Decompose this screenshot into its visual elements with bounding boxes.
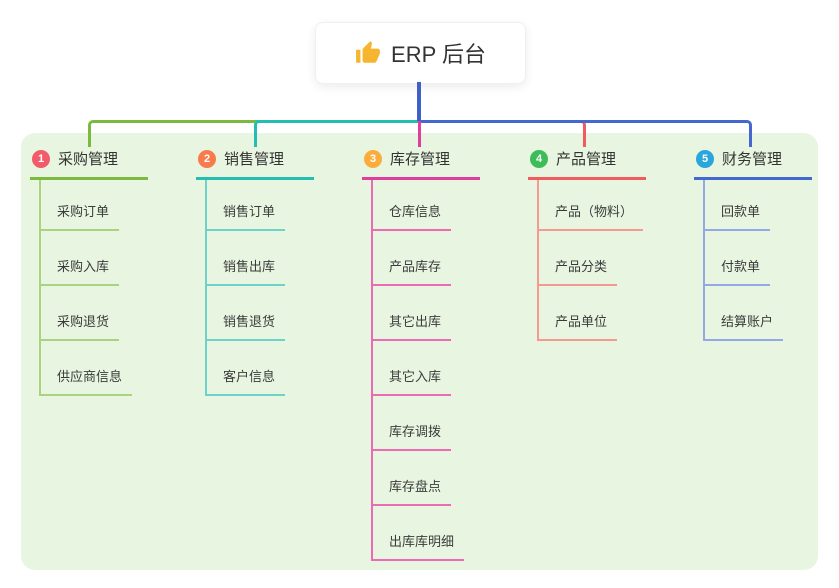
children-connector-trunk: 采购订单采购入库采购退货供应商信息 (39, 180, 133, 396)
child-node[interactable]: 采购订单 (41, 180, 132, 231)
child-node-label: 采购订单 (41, 201, 120, 231)
child-node-label: 库存调拨 (373, 421, 452, 451)
child-node[interactable]: 库存调拨 (373, 396, 464, 451)
child-node[interactable]: 其它出库 (373, 286, 464, 341)
child-node[interactable]: 出库库明细 (373, 506, 465, 561)
child-node-label: 销售出库 (207, 256, 286, 286)
branch-1: 1 采购管理采购订单采购入库采购退货供应商信息 (30, 148, 148, 396)
branch-node-label: 销售管理 (224, 151, 285, 168)
children-connector-trunk: 仓库信息产品库存其它出库其它入库库存调拨库存盘点出库库明细 (371, 180, 465, 561)
child-node-label: 回款单 (705, 201, 771, 231)
child-node[interactable]: 销售订单 (207, 180, 286, 231)
thumbs-up-icon (356, 41, 380, 63)
child-node[interactable]: 销售退货 (207, 286, 286, 341)
child-node-label: 供应商信息 (41, 366, 133, 396)
connector-elbow-branch-3 (418, 120, 421, 147)
child-node-label: 结算账户 (705, 311, 784, 341)
child-node[interactable]: 供应商信息 (41, 341, 133, 396)
child-node-label: 销售退货 (207, 311, 286, 341)
branch-node-label: 库存管理 (390, 151, 451, 168)
child-node[interactable]: 产品（物料） (539, 180, 644, 231)
root-node-label: ERP 后台 (391, 42, 486, 67)
child-node[interactable]: 销售出库 (207, 231, 286, 286)
branch-node-1[interactable]: 1 采购管理 (30, 148, 148, 180)
child-node[interactable]: 回款单 (705, 180, 783, 231)
child-node[interactable]: 产品库存 (373, 231, 464, 286)
branch-node-5[interactable]: 5 财务管理 (694, 148, 812, 180)
root-node[interactable]: ERP 后台 (315, 22, 526, 84)
child-node[interactable]: 库存盘点 (373, 451, 464, 506)
branch-5: 5 财务管理回款单付款单结算账户 (694, 148, 812, 341)
child-node[interactable]: 其它入库 (373, 341, 464, 396)
connector-elbow-branch-5 (420, 120, 752, 147)
branch-number-badge: 4 (530, 149, 548, 168)
child-node-label: 产品（物料） (539, 201, 644, 231)
children-connector-trunk: 销售订单销售出库销售退货客户信息 (205, 180, 286, 396)
branch-4: 4 产品管理产品（物料） 产品分类产品单位 (528, 148, 646, 341)
branch-node-label: 财务管理 (722, 151, 783, 168)
branch-number-badge: 5 (696, 149, 714, 168)
child-node-label: 产品库存 (373, 256, 452, 286)
child-node[interactable]: 产品分类 (539, 231, 643, 286)
children-connector-trunk: 产品（物料） 产品分类产品单位 (537, 180, 644, 341)
child-node-label: 采购入库 (41, 256, 120, 286)
branch-2: 2 销售管理销售订单销售出库销售退货客户信息 (196, 148, 314, 396)
root-connector-line (417, 82, 421, 121)
child-node-label: 采购退货 (41, 311, 120, 341)
child-node-label: 出库库明细 (373, 531, 465, 561)
child-node-label: 库存盘点 (373, 476, 452, 506)
children-connector-trunk: 回款单付款单结算账户 (703, 180, 784, 341)
child-node[interactable]: 客户信息 (207, 341, 286, 396)
child-node-label: 其它入库 (373, 366, 452, 396)
child-node[interactable]: 结算账户 (705, 286, 784, 341)
child-node-label: 销售订单 (207, 201, 286, 231)
child-node-label: 产品分类 (539, 256, 618, 286)
branch-node-label: 采购管理 (58, 151, 119, 168)
branch-number-badge: 1 (32, 149, 50, 168)
child-node-label: 其它出库 (373, 311, 452, 341)
branch-node-label: 产品管理 (556, 151, 617, 168)
branch-node-2[interactable]: 2 销售管理 (196, 148, 314, 180)
branches-panel (21, 133, 818, 570)
connector-elbow-branch-2 (254, 120, 420, 147)
branch-node-3[interactable]: 3 库存管理 (362, 148, 480, 180)
branch-number-badge: 2 (198, 149, 216, 168)
branch-number-badge: 3 (364, 149, 382, 168)
child-node[interactable]: 付款单 (705, 231, 783, 286)
child-node[interactable]: 采购入库 (41, 231, 132, 286)
child-node[interactable]: 产品单位 (539, 286, 643, 341)
branch-3: 3 库存管理仓库信息产品库存其它出库其它入库库存调拨库存盘点出库库明细 (362, 148, 480, 561)
child-node[interactable]: 采购退货 (41, 286, 132, 341)
child-node-label: 仓库信息 (373, 201, 452, 231)
branch-node-4[interactable]: 4 产品管理 (528, 148, 646, 180)
child-node-label: 付款单 (705, 256, 771, 286)
child-node[interactable]: 仓库信息 (373, 180, 464, 231)
child-node-label: 客户信息 (207, 366, 286, 396)
child-node-label: 产品单位 (539, 311, 618, 341)
